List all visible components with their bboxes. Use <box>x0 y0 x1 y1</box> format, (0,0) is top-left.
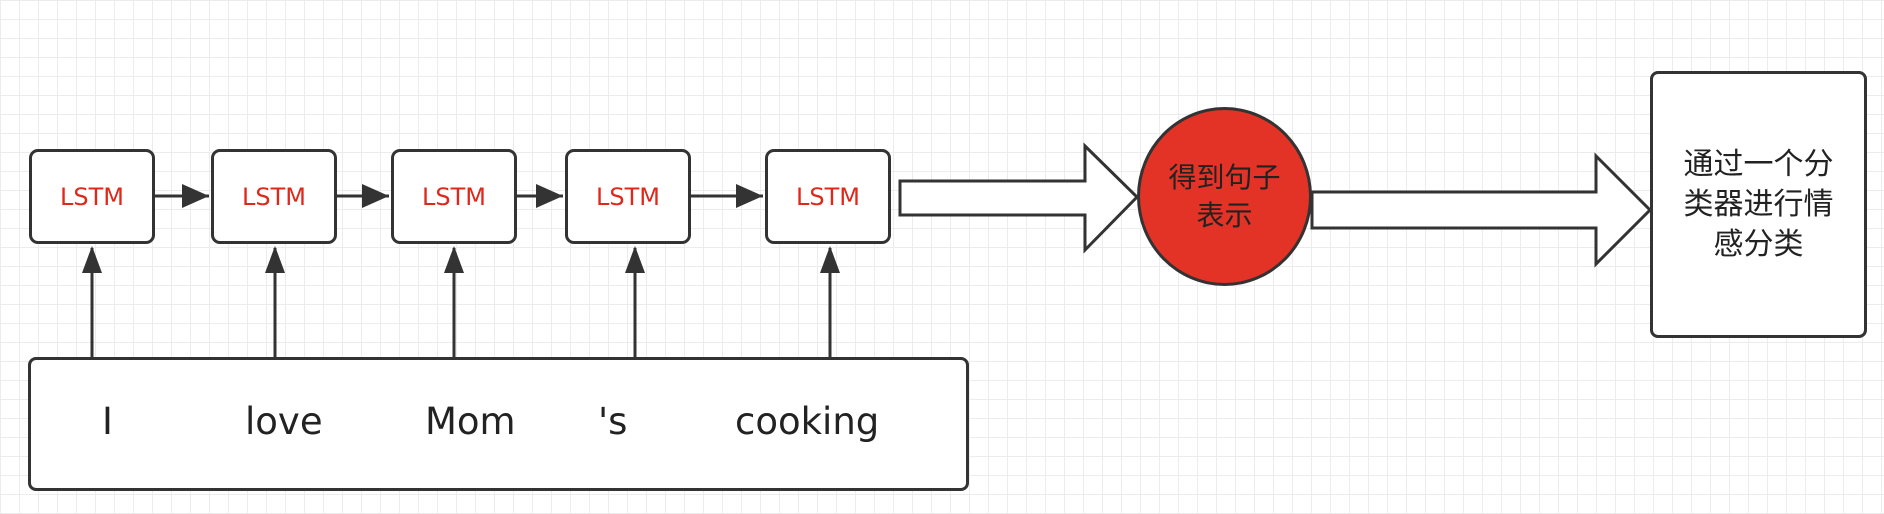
lstm-cell-1-label: LSTM <box>60 182 124 211</box>
lstm-cell-5: LSTM <box>765 149 891 244</box>
block-arrow-to-sentence <box>898 142 1140 254</box>
input-arrowhead-1 <box>82 246 102 273</box>
lstm-arrowhead-1-2 <box>182 184 209 208</box>
input-word-4: 's <box>598 400 628 443</box>
lstm-cell-3: LSTM <box>391 149 517 244</box>
lstm-arrowhead-4-5 <box>736 184 763 208</box>
sentence-representation-label: 得到句子表示 <box>1168 160 1281 232</box>
input-arrowhead-3 <box>444 246 464 273</box>
lstm-cell-3-label: LSTM <box>422 182 486 211</box>
lstm-cell-4: LSTM <box>565 149 691 244</box>
input-word-1: I <box>102 400 113 443</box>
input-word-2: love <box>245 400 323 443</box>
lstm-chain-arrows <box>155 184 763 208</box>
lstm-cell-2: LSTM <box>211 149 337 244</box>
lstm-cell-4-label: LSTM <box>596 182 660 211</box>
input-arrows <box>82 246 840 357</box>
input-arrowhead-2 <box>265 246 285 273</box>
input-word-5: cooking <box>735 400 880 443</box>
input-word-3: Mom <box>425 400 516 443</box>
lstm-cell-1: LSTM <box>29 149 155 244</box>
classifier-node: 通过一个分类器进行情感分类 <box>1650 71 1867 338</box>
sentence-representation-node: 得到句子表示 <box>1137 107 1312 286</box>
lstm-cell-2-label: LSTM <box>242 182 306 211</box>
classifier-label: 通过一个分类器进行情感分类 <box>1683 146 1834 262</box>
lstm-arrowhead-3-4 <box>536 184 563 208</box>
input-sentence-box <box>28 357 969 491</box>
input-arrowhead-5 <box>820 246 840 273</box>
lstm-cell-5-label: LSTM <box>796 182 860 211</box>
input-arrowhead-4 <box>625 246 645 273</box>
block-arrow-to-classifier <box>1310 152 1653 268</box>
lstm-arrowhead-2-3 <box>362 184 389 208</box>
